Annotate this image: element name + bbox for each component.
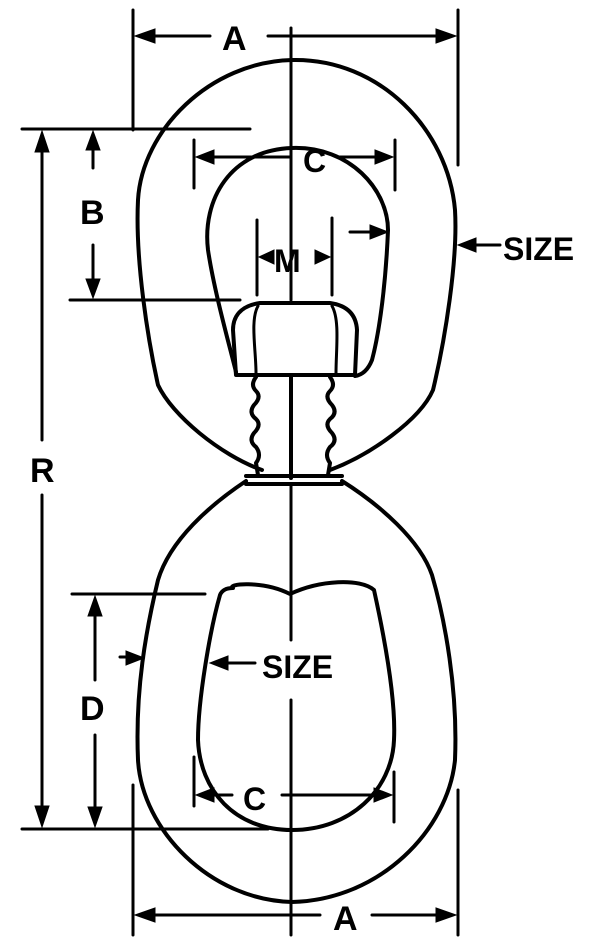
dimension-a-top: A bbox=[131, 8, 460, 167]
arrow-left-icon bbox=[133, 28, 156, 44]
arrow-left-icon bbox=[194, 787, 215, 803]
arrow-down-icon bbox=[87, 806, 103, 829]
arrow-left-icon bbox=[133, 907, 156, 923]
arrow-up-icon bbox=[34, 129, 50, 153]
label-size-outer: SIZE bbox=[503, 231, 574, 267]
arrow-left-icon bbox=[456, 237, 477, 253]
threaded-shank-left bbox=[249, 375, 261, 477]
arrow-left-icon bbox=[194, 149, 215, 165]
arrow-down-icon bbox=[85, 278, 101, 300]
hex-nut bbox=[231, 301, 359, 377]
arrow-left-icon bbox=[208, 655, 229, 671]
label-c-bottom: C bbox=[243, 781, 266, 817]
arrow-up-icon bbox=[87, 594, 103, 617]
lower-eye bbox=[135, 479, 458, 904]
arrow-right-icon bbox=[373, 787, 394, 803]
arrow-right-icon bbox=[435, 28, 458, 44]
threaded-shank-right bbox=[325, 375, 337, 477]
arrow-right-icon bbox=[435, 907, 458, 923]
dimension-size-inner: SIZE bbox=[118, 649, 333, 685]
label-d: D bbox=[80, 690, 105, 728]
dimension-c-top: C bbox=[192, 138, 397, 192]
dimension-r: R bbox=[20, 127, 270, 831]
lower-eye-inner-outline bbox=[196, 580, 397, 832]
dimension-a-bottom: A bbox=[131, 783, 460, 938]
dimension-size-outer: SIZE bbox=[348, 224, 574, 267]
arrow-right-icon bbox=[314, 249, 332, 265]
arrow-right-icon bbox=[125, 650, 146, 666]
label-c-top: C bbox=[303, 143, 326, 179]
lower-eye-outer-outline bbox=[135, 479, 458, 904]
label-r: R bbox=[30, 452, 55, 490]
arrow-down-icon bbox=[34, 805, 50, 829]
label-b: B bbox=[80, 194, 105, 232]
arrow-right-icon bbox=[374, 149, 395, 165]
label-m: M bbox=[274, 243, 301, 279]
dimension-m: M bbox=[255, 216, 334, 297]
arrow-right-icon bbox=[369, 224, 390, 240]
label-size-inner: SIZE bbox=[262, 649, 333, 685]
arrow-left-icon bbox=[257, 249, 275, 265]
upper-eye-inner-outline bbox=[205, 145, 390, 378]
arrow-up-icon bbox=[85, 129, 101, 151]
dimension-c-bottom: C bbox=[192, 755, 396, 824]
label-a-bottom: A bbox=[333, 900, 358, 938]
hex-nut-face-right bbox=[330, 304, 339, 375]
label-a-top: A bbox=[222, 20, 247, 58]
hex-nut-face-left bbox=[252, 304, 260, 375]
dimension-d: D bbox=[70, 592, 207, 829]
swivel-collar bbox=[244, 474, 344, 486]
dimension-b: B bbox=[68, 129, 242, 302]
